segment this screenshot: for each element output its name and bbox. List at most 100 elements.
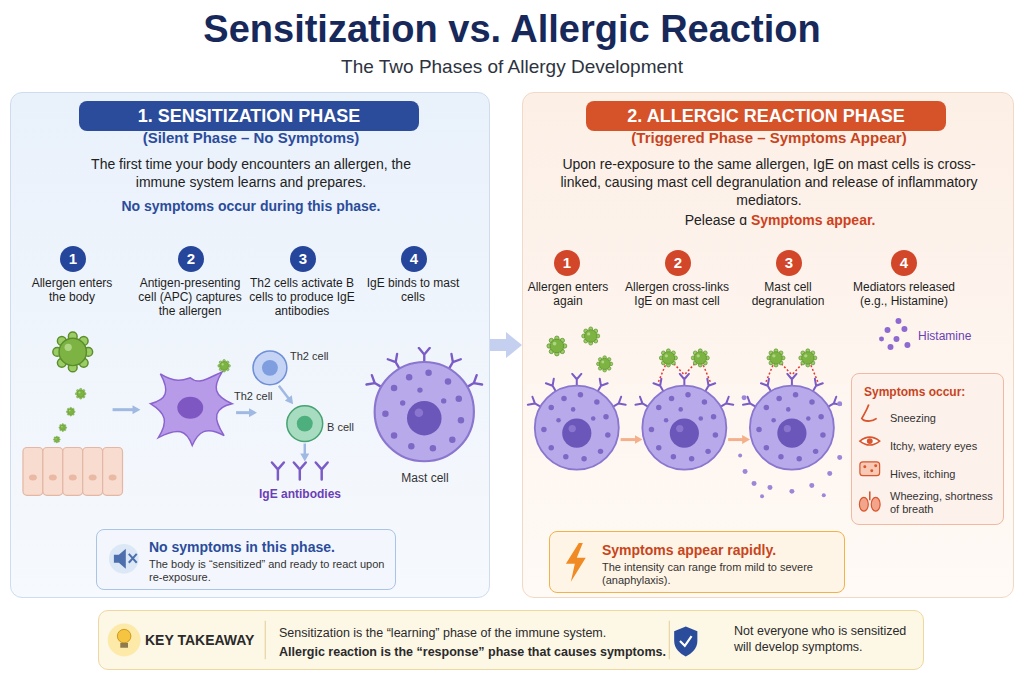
page-subtitle: The Two Phases of Allergy Development bbox=[341, 56, 683, 78]
phase-panel-text: The first time your body encounters an a… bbox=[76, 155, 426, 191]
cross-link bbox=[658, 358, 710, 382]
step-number-slot: 1 bbox=[554, 250, 580, 276]
phase-panel: (Silent Phase – No Symptoms) The first ti… bbox=[10, 92, 490, 598]
step-caption: Mast cell degranulation bbox=[738, 280, 838, 308]
captured-allergen bbox=[218, 360, 231, 373]
allergen bbox=[582, 327, 600, 345]
symptom-box-text: Sneezing bbox=[890, 412, 936, 425]
hives-icon bbox=[863, 465, 866, 468]
phase-header: 2. ALLERGIC REACTION PHASE bbox=[586, 101, 946, 131]
symptom-box-text: Hives, itching bbox=[890, 468, 955, 481]
takeaway-band-slot: Not everyone who is sensitized will deve… bbox=[734, 623, 914, 655]
shield-icon bbox=[674, 626, 697, 656]
step-caption: IgE binds to mast cells bbox=[363, 276, 463, 304]
phase-panel-slot: (Triggered Phase – Symptoms Appear) bbox=[533, 129, 1005, 147]
granule bbox=[768, 485, 773, 490]
eye-icon bbox=[867, 438, 873, 444]
bulb-icon bbox=[117, 629, 131, 643]
step-caption: Th2 cells activate B cells to produce Ig… bbox=[248, 276, 356, 318]
allergen bbox=[53, 332, 93, 372]
granule bbox=[738, 454, 742, 458]
cross-link bbox=[658, 358, 817, 382]
phase-header-text: 1. SENSITIZATION PHASE bbox=[138, 101, 361, 131]
allergen-particle bbox=[59, 424, 67, 432]
phase-panel-text: No symptoms occur during this phase. bbox=[121, 197, 380, 215]
apc-cell bbox=[150, 372, 232, 446]
mediator-label: Histamine bbox=[918, 329, 971, 343]
step-caption-slot: Allergen enters the body bbox=[22, 276, 122, 305]
eye-icon bbox=[860, 437, 880, 445]
phase-panel-slot: The first time your body encounters an a… bbox=[76, 155, 426, 191]
histamine-dots bbox=[879, 318, 910, 350]
epithelium-nucleus bbox=[89, 474, 97, 480]
warning-box-slot: The intensity can range from mild to sev… bbox=[602, 561, 838, 588]
allergen-particle bbox=[53, 436, 60, 443]
histamine-dots bbox=[879, 337, 884, 342]
phase-panel-text: (Silent Phase – No Symptoms) bbox=[143, 129, 360, 146]
takeaway-band-slot: KEY TAKEAWAY bbox=[145, 631, 265, 649]
step-number-text: 4 bbox=[900, 250, 908, 276]
epithelium bbox=[43, 448, 63, 496]
phase-arrow bbox=[490, 339, 508, 351]
granule bbox=[837, 401, 842, 406]
note-box-text: No symptoms in this phase. bbox=[149, 539, 335, 555]
takeaway-band-text: Allergic reaction is the “response” phas… bbox=[279, 644, 666, 660]
step-number-slot: 2 bbox=[178, 246, 204, 272]
symptom-box: Symptoms occur:SneezingItchy, watery eye… bbox=[851, 373, 1004, 525]
warning-box-text: The intensity can range from mild to sev… bbox=[602, 561, 838, 587]
cell-label: Th2 cell bbox=[290, 350, 329, 362]
page-title: Sensitization vs. Allergic Reaction bbox=[203, 8, 820, 51]
granule bbox=[822, 493, 826, 497]
takeaway-band-slot: Allergic reaction is the “response” phas… bbox=[279, 642, 684, 660]
step-caption-slot: Allergen enters again bbox=[526, 280, 610, 309]
step-number-text: 1 bbox=[69, 246, 77, 272]
epithelium-nucleus bbox=[49, 474, 57, 480]
step-caption: Allergen enters the body bbox=[22, 276, 122, 304]
step-number-slot: 1 bbox=[60, 246, 86, 272]
cell-label: Mast cell bbox=[401, 471, 448, 485]
antibody-label-slot: IgE antibodies bbox=[245, 484, 355, 502]
b-cell bbox=[287, 406, 323, 442]
step-number: 3 bbox=[776, 250, 802, 276]
phase-panel-text: Pelease ɑ bbox=[685, 211, 747, 229]
allergen bbox=[691, 349, 709, 367]
antibody-label: IgE antibodies bbox=[259, 487, 341, 501]
symptom-box-slot: Itchy, watery eyes bbox=[890, 436, 998, 454]
takeaway-band-text: Not everyone who is sensitized will deve… bbox=[734, 623, 914, 655]
note-box-slot: The body is “sensitized” and ready to re… bbox=[149, 558, 387, 585]
connector-group bbox=[490, 345, 508, 346]
takeaway-band-text: Sensitization is the “learning” phase of… bbox=[279, 625, 606, 641]
warning-box-slot: Symptoms appear rapidly. bbox=[602, 541, 838, 559]
mast-cell bbox=[528, 374, 626, 470]
histamine-dots bbox=[893, 336, 899, 342]
step-number: 3 bbox=[290, 246, 316, 272]
allergen bbox=[597, 356, 613, 372]
step-number-slot: 3 bbox=[290, 246, 316, 272]
warning-box: Symptoms appear rapidly. The intensity ca… bbox=[549, 531, 845, 593]
phase-header-slot: 1. SENSITIZATION PHASE bbox=[79, 101, 419, 131]
allergen bbox=[767, 349, 785, 367]
allergen bbox=[659, 349, 677, 367]
histamine-dots bbox=[885, 327, 891, 333]
step-number-text: 2 bbox=[674, 250, 682, 276]
flow-arrow bbox=[279, 386, 289, 399]
step-caption-slot: Mediators released (e.g., Histamine) bbox=[848, 280, 960, 309]
granule bbox=[837, 455, 842, 460]
step-caption-slot: Antigen-presenting cell (APC) captures t… bbox=[134, 276, 246, 319]
step-number-slot: 4 bbox=[891, 250, 917, 276]
divider-line bbox=[265, 621, 669, 660]
ige-antibody bbox=[272, 462, 284, 479]
step-caption: Allergen cross-links IgE on mast cell bbox=[623, 280, 731, 308]
hives-icon bbox=[863, 464, 877, 472]
bulb-icon bbox=[120, 643, 128, 648]
phase-panel-slot: (Silent Phase – No Symptoms) bbox=[21, 129, 481, 147]
page-subtitle-slot: The Two Phases of Allergy Development bbox=[0, 56, 1024, 78]
b-nucleus bbox=[297, 416, 313, 432]
takeaway-band-slot: Sensitization is the “learning” phase of… bbox=[279, 623, 684, 641]
note-box-text: The body is “sensitized” and ready to re… bbox=[149, 558, 387, 584]
flow-arrow bbox=[728, 438, 743, 441]
step-number-slot: 3 bbox=[776, 250, 802, 276]
page-title-slot: Sensitization vs. Allergic Reaction bbox=[0, 8, 1024, 51]
phase-panel-slot: Upon re-exposure to the same allergen, I… bbox=[559, 155, 979, 209]
epithelium bbox=[103, 448, 123, 496]
